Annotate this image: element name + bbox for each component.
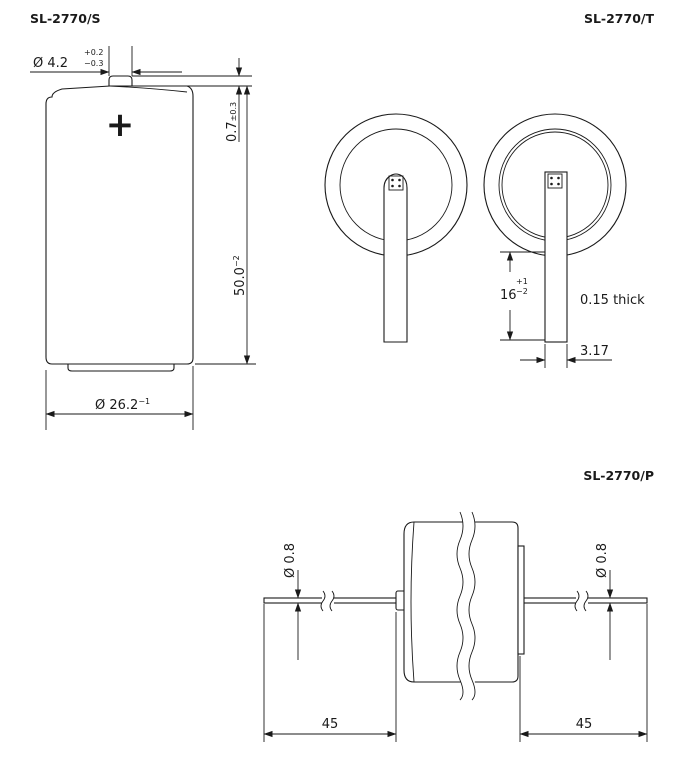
weld-dot [398, 184, 401, 188]
s-diameter-tol: −1 [138, 397, 150, 406]
s-cell-body [45, 85, 194, 365]
t-right-tab-weld [547, 173, 563, 189]
weld-dot [550, 176, 553, 180]
t-view: 16 +1 −2 0.15 thick 3.17 [324, 113, 645, 368]
title-sl-2770-t: SL-2770/T [584, 11, 655, 26]
s-view: + Ø 4.2 +0.2 −0.3 0.7±0.3 50.0−2 Ø 26.2−… [30, 46, 256, 430]
title-sl-2770-p: SL-2770/P [583, 468, 654, 483]
t-tab-thickness: 0.15 thick [580, 293, 645, 308]
t-left-tab-weld [388, 175, 404, 191]
p-body-break-fill [457, 504, 475, 700]
p-body-break-left [456, 511, 464, 701]
p-body-break-right [468, 511, 476, 701]
weld-dot [557, 176, 560, 180]
weld-dot [550, 182, 553, 186]
s-terminal-diameter-tol-lower: −0.3 [84, 59, 103, 68]
s-terminal-height: 0.7±0.3 [225, 102, 240, 142]
weld-dot [391, 184, 394, 188]
s-terminal-diameter-tol-upper: +0.2 [84, 48, 103, 57]
s-diameter: Ø 26.2−1 [95, 397, 150, 413]
t-tab-length-tol-upper: +1 [516, 277, 528, 286]
s-diameter-value: Ø 26.2 [95, 398, 138, 413]
p-view: Ø 0.8 Ø 0.8 45 45 [263, 504, 648, 742]
p-left-lead-break [320, 590, 335, 612]
s-height: 50.0−2 [232, 255, 248, 296]
p-right-cap [517, 545, 525, 655]
s-height-tol: −2 [232, 255, 241, 267]
weld-dot [557, 182, 560, 186]
p-lead-length-right: 45 [576, 717, 593, 732]
p-left-crimp [410, 521, 415, 683]
s-terminal-height-tol: ±0.3 [229, 102, 238, 121]
p-lead-diameter-left: Ø 0.8 [283, 543, 298, 578]
t-tab-width: 3.17 [580, 344, 609, 359]
p-lead-length-left: 45 [322, 717, 339, 732]
s-terminal-diameter: Ø 4.2 [33, 56, 68, 71]
s-bottom-base [67, 363, 175, 372]
t-right-tab [544, 171, 568, 343]
p-right-lead-break [574, 590, 589, 612]
s-terminal-height-value: 0.7 [225, 121, 240, 142]
t-tab-length-tol-lower: −2 [516, 287, 528, 296]
s-positive-terminal [108, 75, 133, 87]
t-tab-length-value: 16 [500, 288, 517, 303]
weld-dot [391, 178, 394, 182]
weld-dot [398, 178, 401, 182]
plus-sign: + [106, 105, 135, 145]
title-sl-2770-s: SL-2770/S [30, 11, 101, 26]
p-lead-diameter-right: Ø 0.8 [595, 543, 610, 578]
s-height-value: 50.0 [233, 267, 248, 296]
t-left-tab [383, 173, 408, 343]
